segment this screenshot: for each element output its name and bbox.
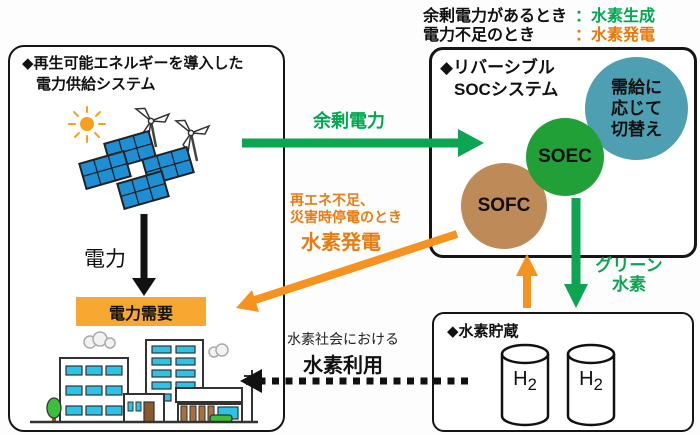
green-hydrogen-label: グリーン 水素 (594, 256, 664, 294)
green-hydrogen-line1: グリーン (595, 256, 663, 275)
tank-subscript: 2 (527, 375, 537, 394)
hydrogen-tank-icon (566, 343, 616, 427)
switch-label-line1: 需給に (611, 78, 662, 97)
tank-label: H2 (568, 368, 614, 395)
tank-symbol: H (513, 368, 528, 390)
hydrogen-use-label: 水素社会における 水素利用 (285, 329, 401, 378)
building-icon (59, 357, 129, 423)
supply-box-title-line1: ◆再生可能エネルギーを導入した (22, 55, 244, 72)
supply-box-title: ◆再生可能エネルギーを導入した 電力供給システム (22, 53, 244, 95)
hydrogen-storage-title: ◆水素貯蔵 (447, 323, 519, 340)
tank-subscript: 2 (593, 375, 603, 394)
hydrogen-use-line1: 水素社会における (287, 331, 399, 347)
city-illustration (30, 331, 260, 424)
house-icon (123, 393, 165, 423)
legend-condition-shortage: 電力不足のとき (423, 27, 536, 44)
hydrogen-storage-box (432, 312, 694, 432)
power-demand-box: 電力需要 (76, 297, 206, 326)
soec-circle: SOEC (526, 118, 604, 196)
switch-label-line3: 切替え (611, 120, 662, 139)
legend-condition-surplus: 余剰電力があるとき (423, 8, 568, 25)
power-pole-icon (244, 370, 260, 422)
cloud-icon (83, 331, 116, 349)
shortage-line1: 再エネ不足、 (290, 192, 374, 208)
tree-icon (46, 397, 62, 422)
power-label: 電力 (84, 248, 126, 271)
soc-box-title-line2: SOCシステム (454, 80, 559, 99)
legend-row-shortage: 電力不足のとき ：水素発電 (423, 21, 699, 44)
solar-panel-icon (78, 149, 132, 191)
sofc-label: SOFC (477, 195, 531, 216)
tank-symbol: H (579, 368, 594, 390)
solar-panel-icon (116, 169, 170, 211)
hydrogen-generation-label: 水素発電 (301, 232, 381, 254)
soc-box-title-line1: ◆リバーシブル (440, 58, 555, 77)
soc-box-title: ◆リバーシブル SOCシステム (440, 57, 558, 101)
switch-mode-circle: 需給に 応じて 切替え (585, 57, 688, 160)
switch-label-line2: 応じて (611, 99, 662, 118)
surplus-power-label: 余剰電力 (313, 111, 385, 131)
shortage-condition-label: 再エネ不足、 災害時停電のとき (290, 192, 402, 226)
soec-label: SOEC (538, 146, 592, 167)
sun-icon (68, 106, 106, 143)
supply-box-title-line2: 電力供給システム (36, 76, 156, 93)
hydrogen-use-line2: 水素利用 (303, 355, 383, 377)
hydrogen-tank-icon (500, 343, 550, 427)
legend-result-generation: ：水素生成 (575, 8, 656, 25)
shop-icon (175, 387, 243, 423)
legend-result-power: ：水素発電 (575, 27, 656, 44)
wind-turbine-icon (173, 119, 211, 162)
green-hydrogen-line2: 水素 (612, 275, 646, 294)
renewable-energy-illustration (68, 106, 211, 211)
shortage-line2: 災害時停電のとき (290, 209, 402, 225)
tank-label: H2 (502, 368, 548, 395)
legend-row-surplus: 余剰電力があるとき ：水素生成 (423, 2, 699, 25)
hydrogen-supply-up-arrow (516, 254, 538, 308)
cloud-icon (208, 343, 229, 358)
hydrogen-tanks-illustration (500, 343, 616, 427)
